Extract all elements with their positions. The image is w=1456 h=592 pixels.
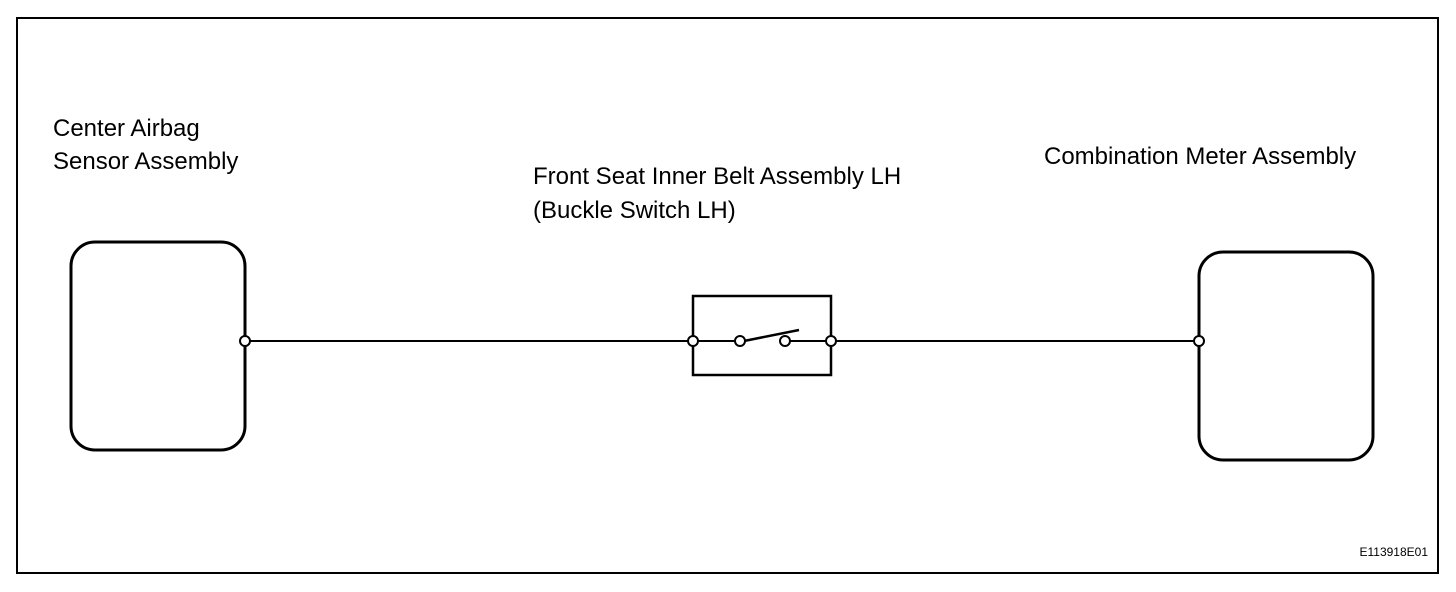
figure-code: E113918E01: [1359, 545, 1428, 559]
switch-blade: [743, 328, 800, 343]
terminal-meter: [1193, 335, 1205, 347]
center-airbag-box: [69, 240, 247, 452]
diagram-frame: [16, 17, 1439, 574]
combination-meter-box: [1197, 250, 1375, 462]
buckle-switch: [691, 294, 833, 377]
switch-contact-left: [734, 335, 746, 347]
buckle-switch-box: [691, 294, 833, 377]
combination-meter-label: Combination Meter Assembly: [1044, 143, 1356, 170]
buckle-switch-label-line-2: (Buckle Switch LH): [533, 197, 736, 224]
combination-meter-assembly: Combination Meter Assembly: [1044, 143, 1375, 462]
terminal-switch-right: [825, 335, 837, 347]
center-airbag-label-line-1: Center Airbag: [53, 115, 200, 142]
terminal-airbag: [239, 335, 251, 347]
buckle-switch-label-line-1: Front Seat Inner Belt Assembly LH: [533, 163, 901, 190]
center-airbag-sensor-assembly: Center Airbag Sensor Assembly: [53, 115, 247, 452]
terminal-switch-left: [687, 335, 699, 347]
center-airbag-label-line-2: Sensor Assembly: [53, 148, 238, 175]
switch-contact-right: [779, 335, 791, 347]
